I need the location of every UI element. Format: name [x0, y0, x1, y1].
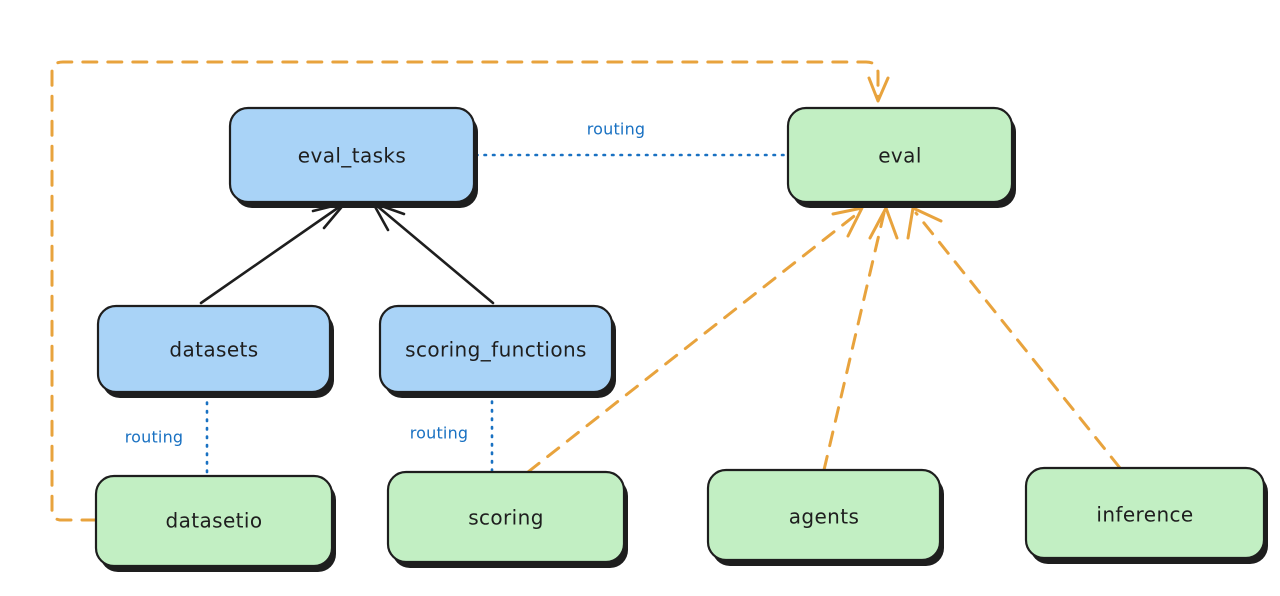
node-eval-body [786, 106, 1014, 204]
node-datasetio-body [94, 474, 334, 568]
node-inference-body [1024, 466, 1266, 560]
node-datasetio[interactable]: datasetio [94, 474, 336, 572]
node-layer: eval_tasks eval datasets scoring_functio… [94, 106, 1268, 572]
edge-agents-to-eval-path [822, 211, 886, 472]
edge-scoring-to-eval-path [526, 211, 860, 474]
edge-inference-to-eval-path [914, 211, 1122, 470]
edge-label-routing-eval-tasks: routing [587, 120, 646, 139]
node-eval-tasks[interactable]: eval_tasks [228, 106, 478, 208]
node-agents-body [706, 468, 942, 562]
node-inference-label: inference [1096, 503, 1193, 527]
node-eval-tasks-label: eval_tasks [298, 144, 406, 168]
node-scoring-label: scoring [468, 506, 544, 530]
node-scoring-functions-label: scoring_functions [405, 338, 587, 362]
node-datasets-body [96, 304, 332, 394]
node-eval-tasks-body [228, 106, 476, 204]
node-inference[interactable]: inference [1024, 466, 1268, 564]
edge-scoring-functions-to-eval-tasks [371, 201, 495, 305]
edge-agents-to-eval-arrowhead [868, 206, 899, 240]
node-datasets-label: datasets [169, 338, 258, 362]
edge-inference-to-eval [906, 206, 1122, 470]
node-datasetio-label: datasetio [165, 509, 262, 533]
edge-datasets-to-datasetio: routing [125, 392, 209, 476]
edge-label-routing-datasets: routing [125, 428, 184, 447]
node-scoring-functions[interactable]: scoring_functions [378, 304, 616, 398]
edge-label-routing-scoring-functions: routing [410, 424, 469, 443]
edge-datasetio-to-eval [50, 60, 890, 522]
node-datasets[interactable]: datasets [96, 304, 334, 398]
edge-scoring-functions-to-eval-tasks-path [374, 203, 495, 305]
node-scoring-functions-body [378, 304, 614, 394]
node-agents-label: agents [789, 505, 860, 529]
node-eval[interactable]: eval [786, 106, 1016, 208]
node-agents[interactable]: agents [706, 468, 944, 566]
edge-datasetio-to-eval-arrowhead [867, 76, 890, 103]
node-eval-label: eval [878, 144, 922, 168]
edge-agents-to-eval [822, 206, 899, 472]
edge-scoring-functions-to-scoring: routing [410, 391, 494, 473]
node-scoring-body [386, 470, 626, 564]
edge-datasets-to-eval-tasks [199, 201, 347, 305]
edge-eval-tasks-to-eval: routing [474, 120, 788, 157]
node-scoring[interactable]: scoring [386, 470, 628, 568]
edge-datasets-to-eval-tasks-path [199, 203, 344, 305]
